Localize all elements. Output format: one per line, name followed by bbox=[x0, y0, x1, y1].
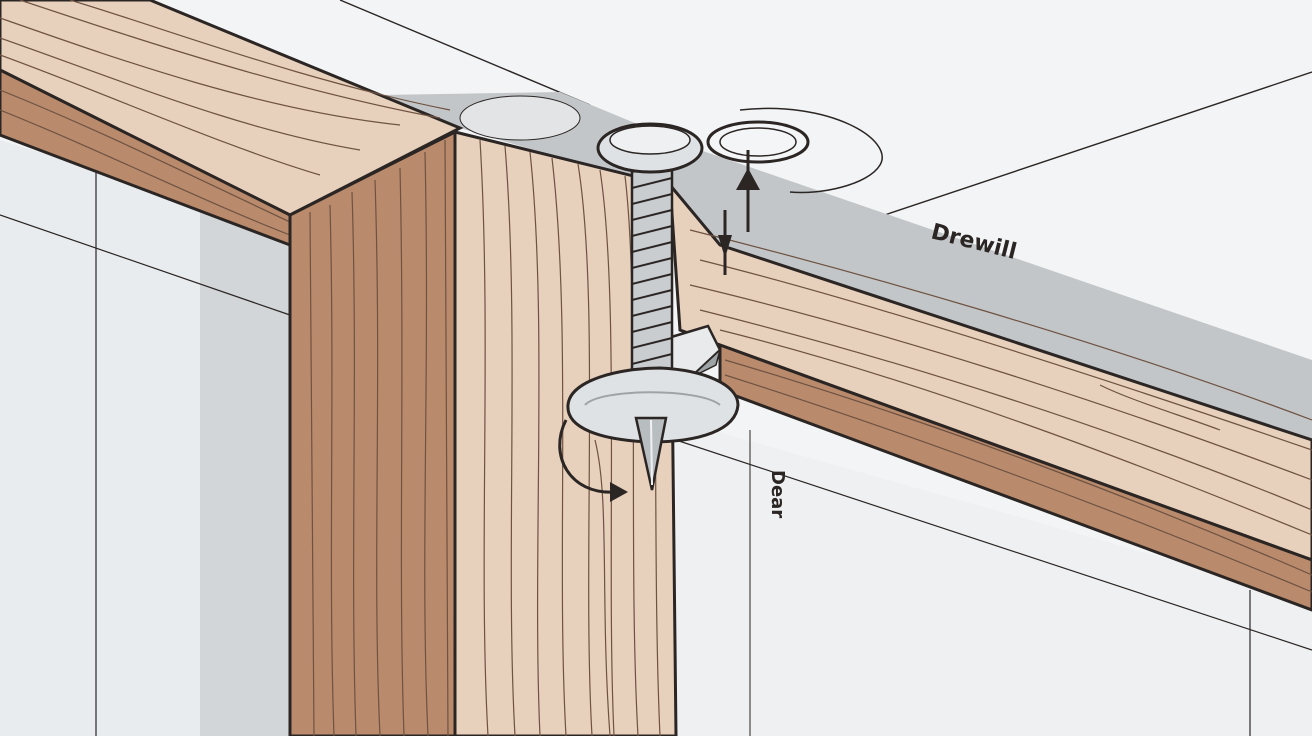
vertical-stud-front bbox=[453, 130, 678, 736]
up-down-arrow-icon bbox=[718, 150, 760, 275]
top-left-beam bbox=[0, 0, 464, 248]
label-dear: Dear bbox=[767, 470, 788, 518]
drywall-edge bbox=[380, 92, 1312, 440]
washer-icon bbox=[706, 107, 883, 194]
right-beam bbox=[668, 180, 1312, 612]
metal-bracket bbox=[666, 324, 722, 380]
screw-icon bbox=[566, 122, 740, 491]
vertical-stud-side bbox=[288, 129, 457, 736]
rotation-arrow-icon bbox=[558, 419, 628, 502]
